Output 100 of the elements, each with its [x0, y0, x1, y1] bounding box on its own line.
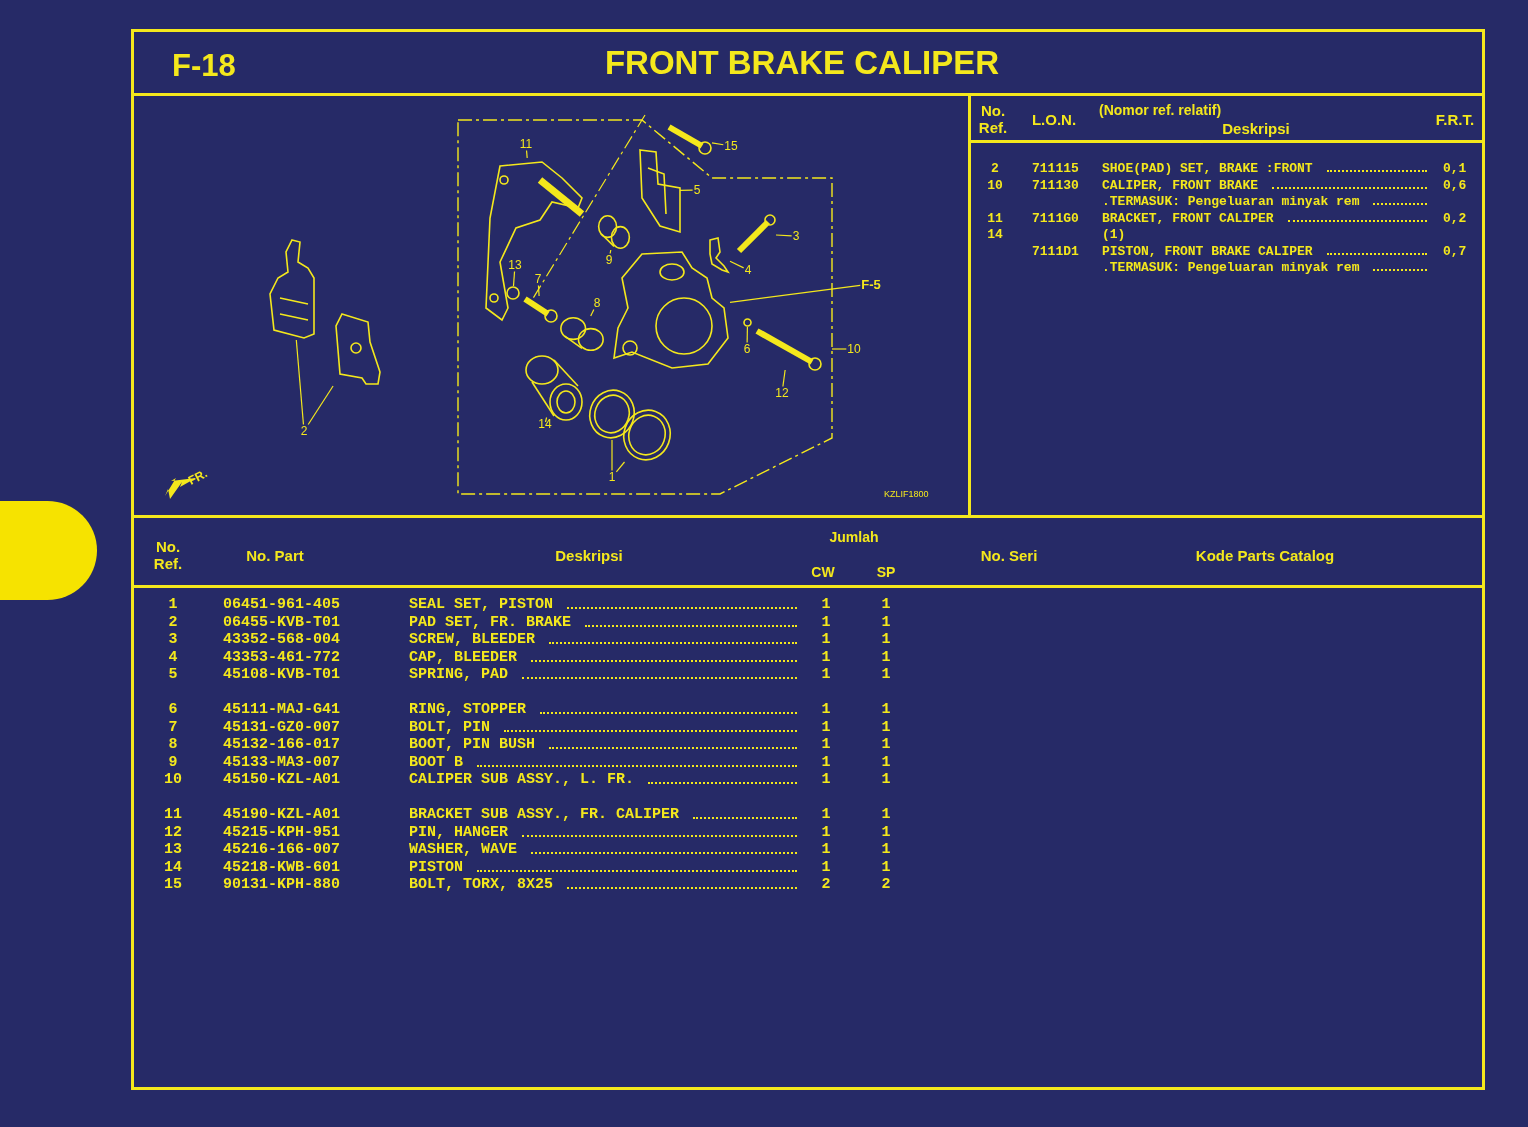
part-number: 06451-961-405: [223, 596, 341, 613]
labor-time: 0,2: [1443, 210, 1467, 226]
leader-line: [295, 339, 305, 426]
column-header: Kode Parts Catalog: [1194, 547, 1336, 564]
callout-number: 9: [604, 253, 614, 267]
quantity: 2: [820, 876, 832, 893]
column-header: Deskripsi: [554, 547, 624, 564]
bleeder-screw-drawing: [736, 214, 776, 254]
ring-drawing: [743, 318, 752, 327]
quantity: 1: [820, 753, 832, 771]
quantity: 1: [820, 736, 832, 753]
quantity: 1: [820, 841, 832, 858]
description-text: SPRING, PAD: [409, 666, 797, 683]
ref-number: 10: [986, 177, 1004, 193]
ref-number: 3: [167, 631, 179, 648]
quantity: 1: [820, 858, 832, 876]
caliper-body-drawing: [612, 248, 730, 372]
description-text: CALIPER SUB ASSY., L. FR.: [409, 771, 797, 788]
part-number: 45132-166-017: [223, 736, 341, 753]
callout-number: 15: [723, 139, 739, 153]
description-text: BOOT B: [409, 753, 797, 771]
lon-code: 7111G0: [1032, 210, 1079, 226]
part-number: 45190-KZL-A01: [223, 806, 341, 823]
description-text: .TERMASUK: Pengeluaran minyak rem: [1102, 194, 1427, 209]
labor-time: 0,7: [1443, 243, 1467, 259]
ref-number: 13: [163, 841, 183, 858]
quantity: 1: [820, 666, 832, 683]
description-text: (1): [1102, 227, 1127, 242]
leader-line: [782, 369, 786, 388]
leader-line: [525, 149, 528, 159]
description-text: CALIPER, FRONT BRAKE: [1102, 177, 1427, 193]
quantity: 1: [820, 806, 832, 823]
quantity: 1: [820, 823, 832, 841]
callout-number: 10: [846, 342, 862, 356]
lon-code: 711130: [1032, 177, 1079, 193]
description-text: PIN, HANGER: [409, 823, 797, 841]
seal-ring-drawing: [588, 388, 636, 440]
leader-line: [512, 270, 516, 287]
callout-number: 1: [607, 470, 617, 484]
ref-number: 14: [986, 227, 1004, 242]
quantity: 1: [880, 771, 892, 788]
leader-line: [711, 142, 724, 146]
column-header: Deskripsi: [1221, 120, 1291, 137]
quantity: 1: [820, 596, 832, 613]
direction-label: FR.: [185, 466, 210, 488]
quantity: 1: [820, 701, 832, 718]
description-text: SHOE(PAD) SET, BRAKE :FRONT: [1102, 161, 1427, 176]
figure-number: F-18: [172, 48, 236, 84]
description-text: WASHER, WAVE: [409, 841, 797, 858]
ref-number: 5: [167, 666, 179, 683]
part-number: 45133-MA3-007: [223, 753, 341, 771]
callout-number: F-5: [860, 277, 882, 291]
description-text: CAP, BLEEDER: [409, 648, 797, 666]
quantity: 2: [880, 876, 892, 893]
side-tab: [0, 501, 97, 600]
description-text: PISTON, FRONT BRAKE CALIPER: [1102, 243, 1427, 259]
ring-drawing: [506, 286, 520, 300]
callout-number: 5: [692, 183, 702, 197]
column-header: No. Ref.: [152, 538, 184, 572]
boot-drawing: [598, 214, 630, 250]
bolt-drawing: [754, 328, 822, 370]
callout-number: 12: [774, 386, 790, 400]
leader-line: [615, 461, 626, 473]
part-number: 06455-KVB-T01: [223, 613, 341, 631]
callout-number: 6: [742, 342, 752, 356]
leader-line: [611, 439, 613, 472]
column-header: Jumlah: [828, 529, 880, 546]
bracket-drawing: [482, 158, 586, 322]
page-title: FRONT BRAKE CALIPER: [603, 44, 1001, 82]
quantity: 1: [880, 613, 892, 631]
description-text: PAD SET, FR. BRAKE: [409, 613, 797, 631]
part-number: 45108-KVB-T01: [223, 666, 341, 683]
quantity: 1: [880, 753, 892, 771]
callout-number: 7: [533, 272, 543, 286]
callout-number: 3: [791, 229, 801, 243]
description-text: SEAL SET, PISTON: [409, 596, 797, 613]
callout-number: 14: [537, 417, 553, 431]
quantity: 1: [880, 806, 892, 823]
quantity: 1: [880, 648, 892, 666]
ref-number: 14: [163, 858, 183, 876]
part-number: 43352-568-004: [223, 631, 341, 648]
boot-drawing: [560, 316, 604, 352]
quantity: 1: [880, 736, 892, 753]
column-header: (Nomor ref. relatif): [1099, 102, 1222, 118]
quantity: 1: [880, 858, 892, 876]
ref-number: 11: [163, 806, 183, 823]
leader-line: [831, 348, 847, 350]
quantity: 1: [820, 718, 832, 736]
part-number: 45218-KWB-601: [223, 858, 341, 876]
bolt-drawing: [666, 124, 712, 154]
quantity: 1: [880, 596, 892, 613]
brake-pad-drawing: [268, 238, 316, 340]
description-text: BOLT, PIN: [409, 718, 797, 736]
column-header: No. Part: [245, 547, 305, 564]
part-number: 45131-GZ0-007: [223, 718, 341, 736]
ref-number: 9: [167, 753, 179, 771]
brake-pad-drawing: [332, 312, 382, 386]
ref-number: 7: [167, 718, 179, 736]
ref-number: 4: [167, 648, 179, 666]
leader-line: [544, 416, 548, 423]
